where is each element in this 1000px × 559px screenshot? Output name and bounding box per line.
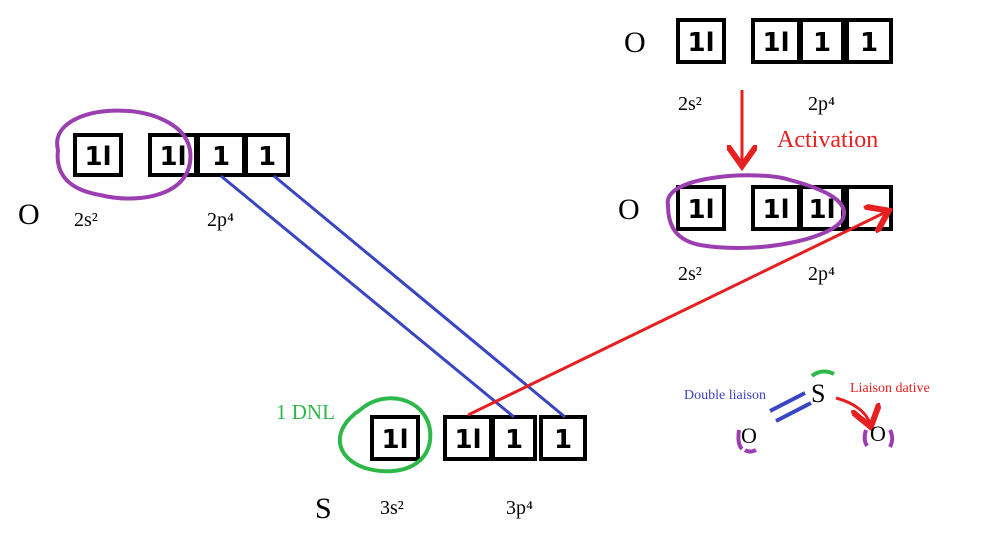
orbital-box [676, 185, 726, 231]
oxygen-top-symbol: O [624, 26, 646, 59]
sulfur-symbol: S [315, 492, 332, 525]
lewis-oxygen-lone-pair [888, 429, 895, 448]
orbital-box-text: 1l [84, 142, 111, 172]
orbital-box [244, 133, 290, 177]
lewis-oxygen-right: O [870, 421, 886, 446]
dnl-label: 1 DNL [276, 400, 335, 424]
oxygen-activated-symbol: O [618, 193, 640, 226]
double-bond-label: Double liaison [684, 388, 767, 403]
orbital-box-text: 1 [212, 142, 230, 172]
sulfur-s-label: 3s² [380, 497, 404, 519]
lewis-oxygen-lone-pair [862, 429, 869, 448]
orbital-box-text: 1 [505, 425, 523, 455]
orbital-box-text: 1 [860, 28, 878, 58]
orbital-box-text: 1l [159, 142, 186, 172]
bond-line-blue [273, 174, 566, 419]
orbital-box [799, 18, 845, 64]
oxygen-activated-loop [665, 173, 846, 250]
lewis-dative-arrow [835, 396, 870, 424]
oxygen-left-symbol: O [18, 198, 40, 231]
orbital-box-text: 1l [762, 28, 789, 58]
sulfur-p-label: 3p⁴ [506, 497, 533, 519]
lewis-sulfur-symbol: S [811, 379, 826, 408]
oxygen-left-p-label: 2p⁴ [207, 209, 234, 231]
oxygen-top-s-label: 2s² [678, 93, 702, 115]
oxygen-left-loop [55, 108, 193, 201]
orbital-box [845, 18, 893, 64]
orbital-box-text: 1 [554, 425, 572, 455]
orbital-box [370, 415, 420, 461]
sulfur-lone-pair-loop [338, 396, 433, 474]
orbital-box-text: 1l [687, 195, 714, 225]
lewis-double-bond [769, 391, 806, 413]
orbital-box-text: 1 [813, 28, 831, 58]
orbital-box-text: 1l [454, 425, 481, 455]
oxygen-activated-p-label: 2p⁴ [808, 263, 835, 285]
orbital-box-empty [845, 185, 893, 231]
oxygen-activated-boxes: 1l 1l 1l [676, 185, 893, 231]
orbital-box [676, 18, 726, 64]
orbital-box-text: 1l [808, 195, 835, 225]
lewis-oxygen-left: O [741, 423, 757, 448]
dative-bond-label: Liaison dative [850, 381, 930, 396]
orbital-box [73, 133, 123, 177]
orbital-box-text: 1l [381, 425, 408, 455]
dative-line-red [467, 212, 886, 417]
oxygen-left-boxes: 1l 1l 1 1 [73, 133, 290, 177]
oxygen-top-p-label: 2p⁴ [808, 93, 835, 115]
oxygen-top-boxes: 1l 1l 1 1 [676, 18, 893, 64]
lewis-double-bond [775, 401, 812, 423]
orbital-box-text: 1l [762, 195, 789, 225]
lewis-oxygen-lone-pair [736, 429, 744, 451]
orbital-box-text: 1 [258, 142, 276, 172]
activation-label: Activation [777, 127, 879, 153]
sulfur-boxes: 1l 1l 1 1 [370, 415, 587, 461]
bond-line-blue [220, 174, 515, 419]
lewis-sulfur-lone-pair [810, 369, 835, 378]
orbital-box-text: 1l [687, 28, 714, 58]
oxygen-activated-s-label: 2s² [678, 263, 702, 285]
lewis-oxygen-lone-pair [743, 448, 757, 454]
oxygen-left-s-label: 2s² [74, 209, 98, 231]
